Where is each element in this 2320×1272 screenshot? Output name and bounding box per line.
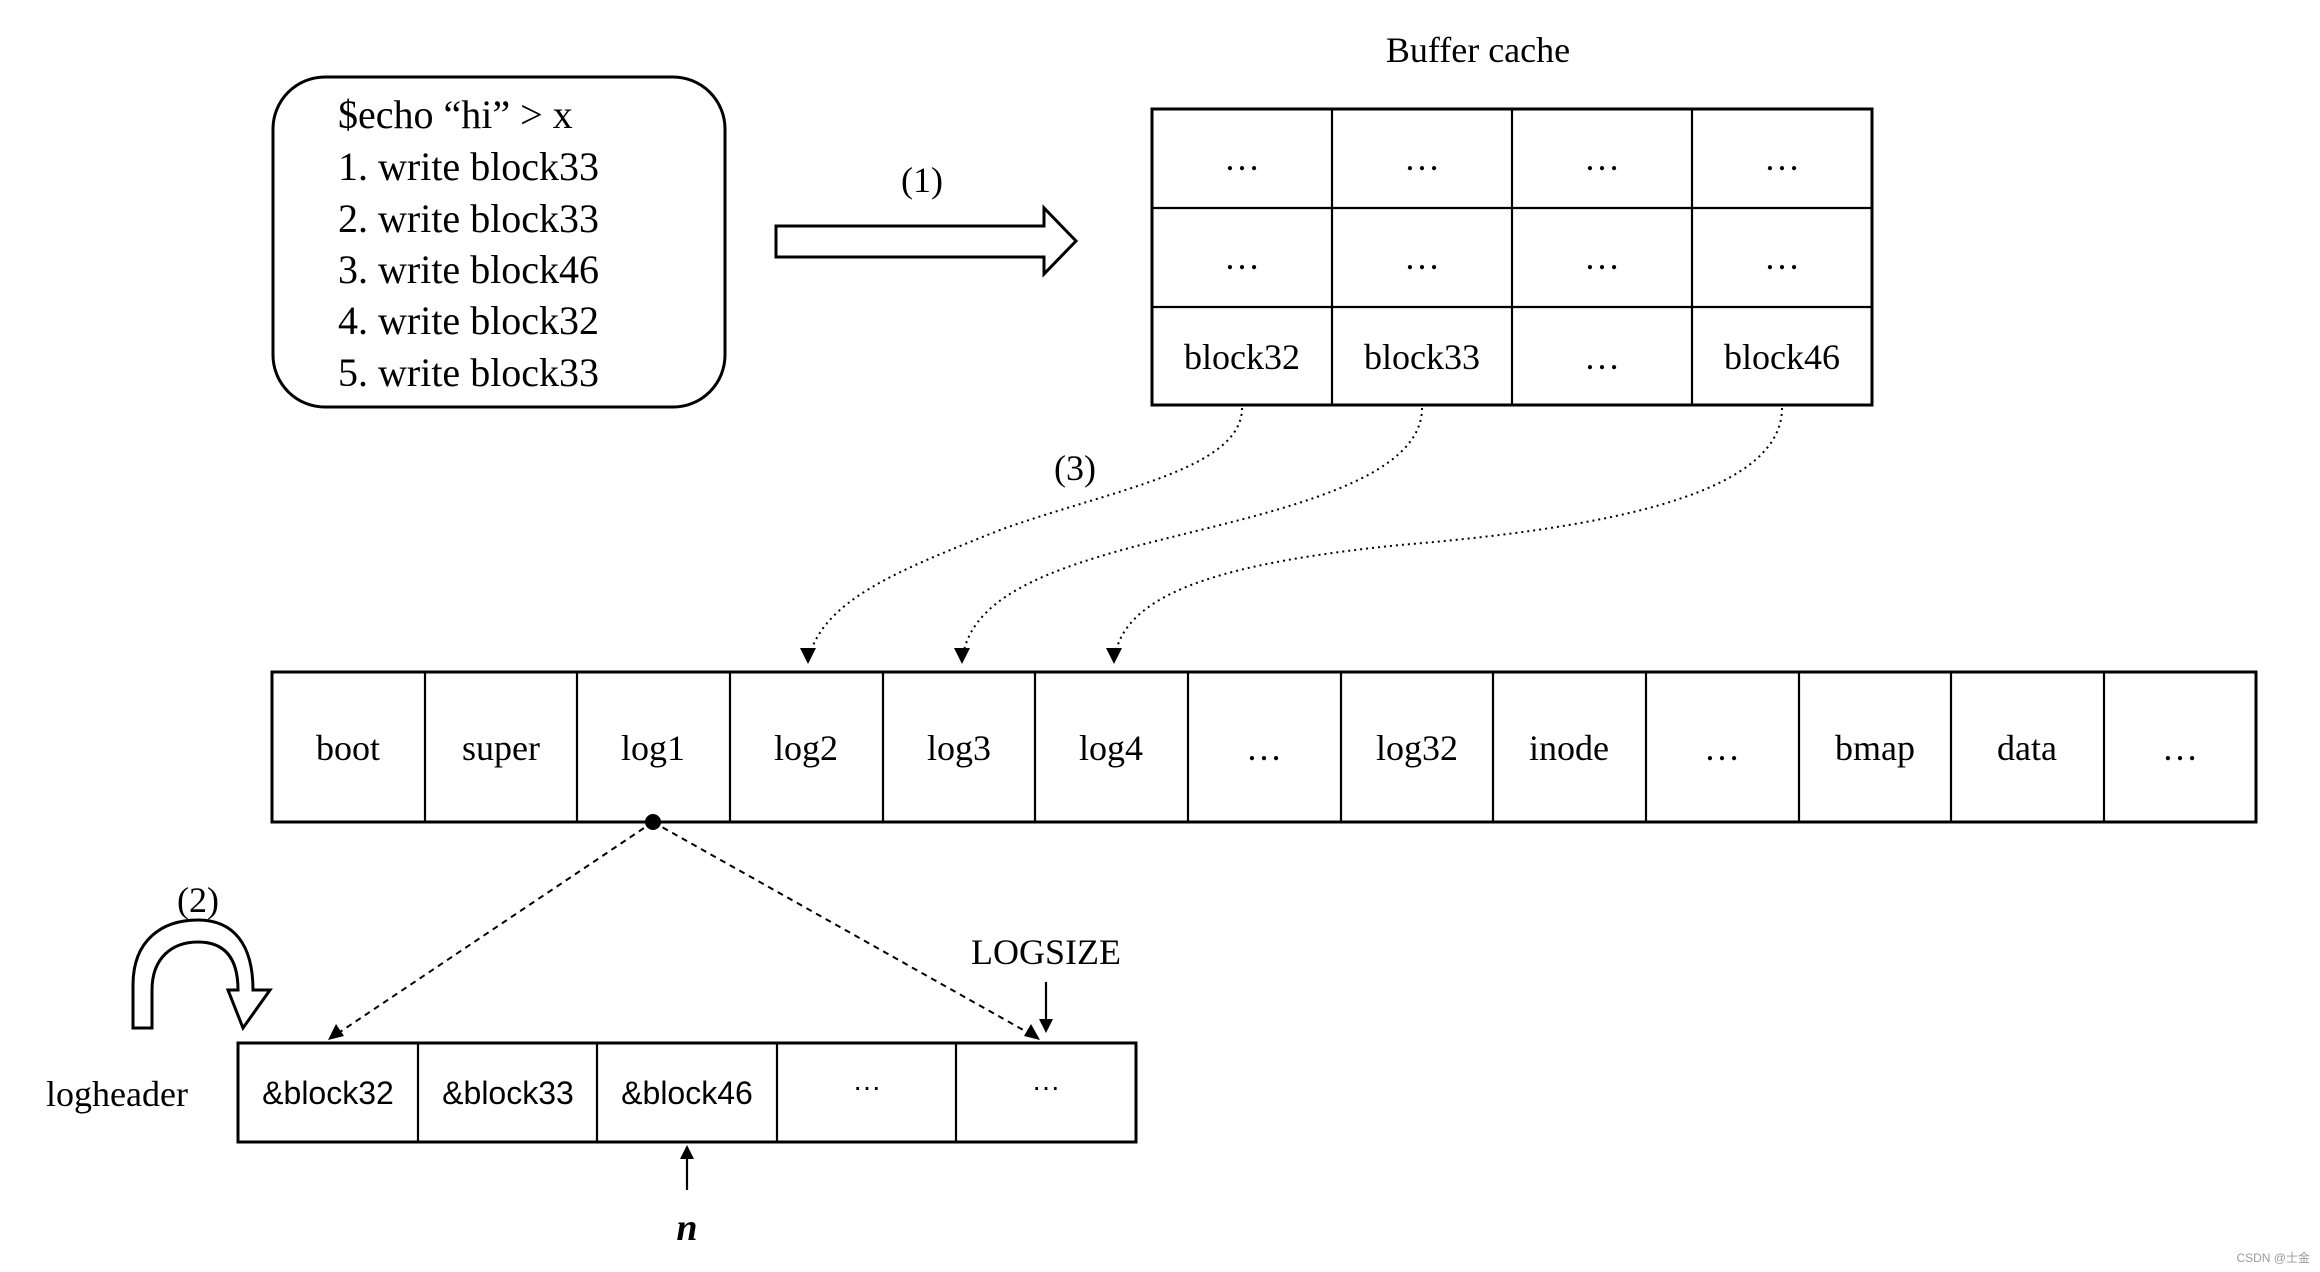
- command-line: 2. write block33: [338, 196, 599, 241]
- hollow-right-arrow-icon: [774, 204, 1079, 278]
- log1-expansion: [328, 814, 1040, 1040]
- command-line: 1. write block33: [338, 144, 599, 189]
- disk-cell-log4: log4: [1079, 728, 1143, 768]
- buffer-cell: …: [1764, 138, 1800, 178]
- disk-cell-ellipsis: …: [1704, 728, 1740, 768]
- step3-label: (3): [1054, 448, 1096, 488]
- logheader-cell: ···: [1032, 1071, 1060, 1102]
- logheader-table: &block32 &block33 &block46 ··· ···: [236, 1041, 1138, 1144]
- disk-cell-log2: log2: [774, 728, 838, 768]
- watermark: CSDN @士金: [2236, 1250, 2310, 1265]
- buffer-cell: …: [1224, 237, 1260, 277]
- command-line: 4. write block32: [338, 298, 599, 343]
- logsize-label: LOGSIZE: [971, 932, 1121, 972]
- command-line: 3. write block46: [338, 247, 599, 292]
- buffer-cell: …: [1404, 138, 1440, 178]
- step2-label: (2): [177, 880, 219, 920]
- buffer-cell: …: [1404, 237, 1440, 277]
- disk-cell-super: super: [462, 728, 540, 768]
- logheader-cell: &block32: [262, 1075, 394, 1111]
- disk-cell-boot: boot: [316, 728, 380, 768]
- buffer-cache-grid: … … … … … … … … block32 block33 … block4…: [1150, 107, 1874, 407]
- logheader-cell: ···: [853, 1071, 881, 1102]
- disk-cell-log3: log3: [927, 728, 991, 768]
- buffer-cache-title: Buffer cache: [1386, 30, 1570, 70]
- disk-cell-log1: log1: [621, 728, 685, 768]
- buffer-cell: …: [1224, 138, 1260, 178]
- command-line: 5. write block33: [338, 350, 599, 395]
- disk-cell-log32: log32: [1376, 728, 1458, 768]
- disk-cell-ellipsis: …: [2162, 728, 2198, 768]
- buffer-cell: block33: [1364, 337, 1480, 377]
- buffer-cell: block32: [1184, 337, 1300, 377]
- write-to-log-arrows: [800, 407, 1783, 664]
- buffer-cell: …: [1584, 337, 1620, 377]
- disk-cell-bmap: bmap: [1835, 728, 1915, 768]
- logheader-cell: &block33: [442, 1075, 574, 1111]
- disk-layout: boot super log1 log2 log3 log4 … log32 i…: [270, 670, 2258, 824]
- command-box: $echo “hi” > x 1. write block33 2. write…: [271, 75, 727, 409]
- buffer-cell: block46: [1724, 337, 1840, 377]
- buffer-cell: …: [1764, 237, 1800, 277]
- buffer-cell: …: [1584, 138, 1620, 178]
- disk-cell-ellipsis: …: [1246, 728, 1282, 768]
- command-line: $echo “hi” > x: [338, 92, 573, 137]
- disk-cell-inode: inode: [1529, 728, 1609, 768]
- disk-cell-data: data: [1997, 728, 2057, 768]
- logheader-cell: &block46: [621, 1075, 753, 1111]
- buffer-cell: …: [1584, 237, 1620, 277]
- step1-label: (1): [901, 160, 943, 200]
- curved-hollow-arrow-icon: [131, 918, 273, 1032]
- n-label: n: [676, 1207, 697, 1249]
- logheader-label: logheader: [46, 1074, 188, 1114]
